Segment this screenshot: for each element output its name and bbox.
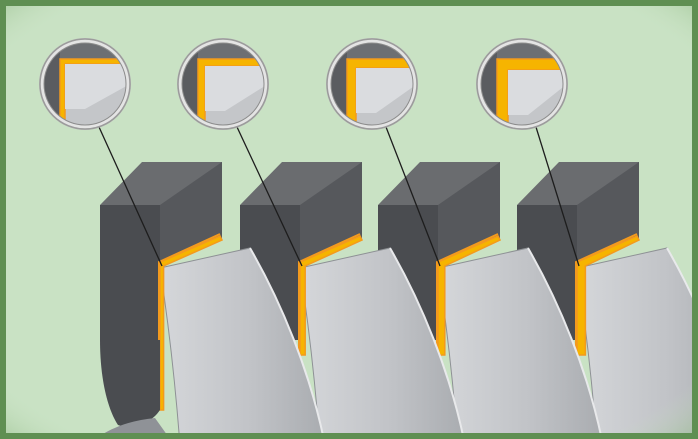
block-front-1 [100, 205, 160, 340]
zoom-inset-1 [39, 38, 131, 130]
zoom-inset-2 [177, 38, 269, 130]
zoom-inset-3 [326, 38, 418, 130]
zoom-inset-4 [476, 38, 568, 130]
